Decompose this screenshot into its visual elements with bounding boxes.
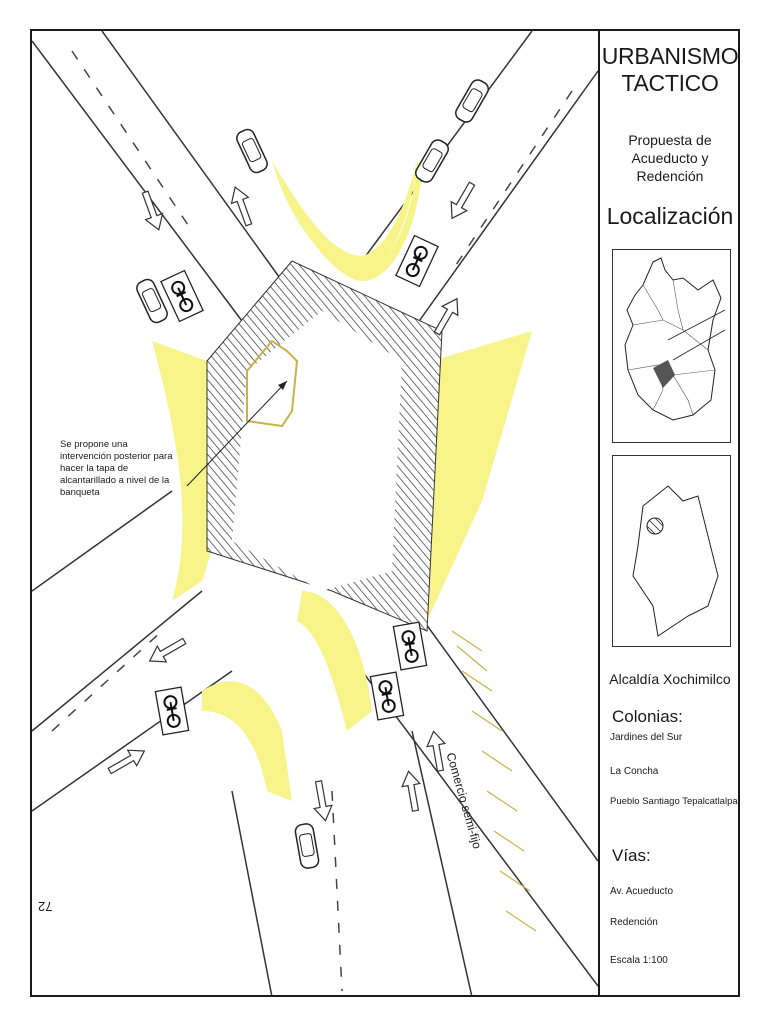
manhole-note: Se propone una intervención posterior pa… <box>60 439 173 498</box>
district-location-map <box>612 455 731 647</box>
colonia-item: Jardines del Sur <box>610 732 683 743</box>
colonias-heading: Colonias: <box>612 707 683 726</box>
location-heading: Localización <box>606 203 734 229</box>
colonia-item: Pueblo Santiago Tepalcatlalpan <box>610 796 740 807</box>
sheet-subtitle: Propuesta de Acueducto y Redención <box>628 132 712 184</box>
via-item: Av. Acueducto <box>610 886 674 897</box>
title-block: URBANISMO TACTICO Propuesta de Acueducto… <box>598 31 740 995</box>
vias-heading: Vías: <box>612 846 651 865</box>
manhole-outline <box>246 339 299 428</box>
page-number: 72 <box>38 899 53 914</box>
via-item: Redención <box>610 917 658 928</box>
sheet-title: URBANISMO TACTICO <box>601 43 739 96</box>
city-location-map <box>612 249 731 443</box>
colonia-item: La Concha <box>610 766 659 777</box>
scale-label: Escala 1:100 <box>610 955 668 966</box>
intersection-plan <box>32 31 598 995</box>
alcaldia-label: Alcaldía Xochimilco <box>609 671 731 687</box>
drawing-sheet: Se propone una intervención posterior pa… <box>30 29 740 997</box>
